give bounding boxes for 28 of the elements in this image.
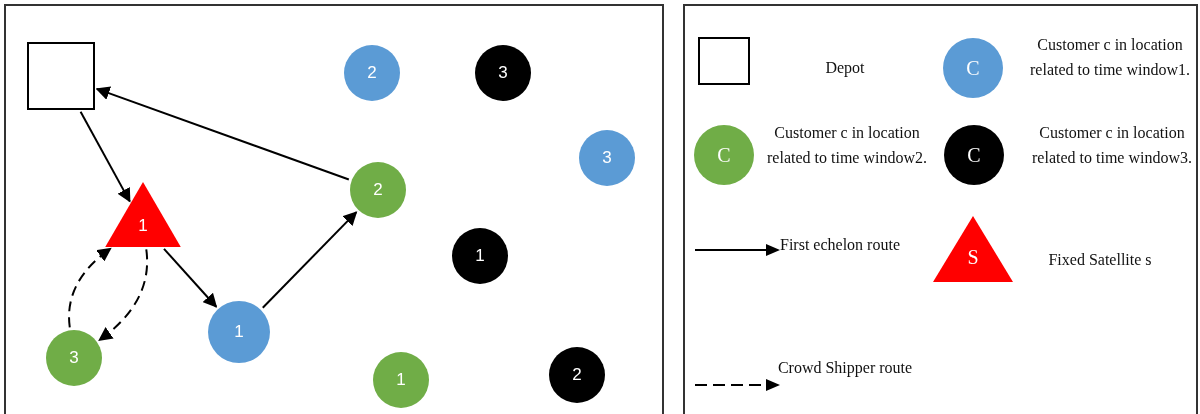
legend-text: First echelon route xyxy=(780,235,900,255)
depot-square xyxy=(27,42,95,110)
legend-text: Customer c in location related to time window2. xyxy=(766,123,928,168)
customer-circle: 3 xyxy=(579,130,635,186)
legend-text: Fixed Satellite s xyxy=(1047,250,1153,270)
customer-circle: 3 xyxy=(475,45,531,101)
customer-circle: 1 xyxy=(452,228,508,284)
legend-text: Crowd Shipper route xyxy=(776,358,914,379)
legend-letter: C xyxy=(967,143,981,167)
legend-letter: C xyxy=(717,143,731,167)
customer-circle: 3 xyxy=(46,330,102,386)
route-arrow xyxy=(261,211,358,309)
legend-letter: S xyxy=(967,245,979,269)
legend-text: Customer c in location related to time window1. xyxy=(1029,35,1191,80)
legend-text: Customer c in location related to time window3. xyxy=(1031,123,1193,168)
legend-letter: C xyxy=(966,56,980,80)
route-arrow xyxy=(68,247,112,329)
customer-circle: 2 xyxy=(549,347,605,403)
legend-text: Depot xyxy=(824,58,866,79)
route-arrow xyxy=(95,86,350,181)
customer-circle: 2 xyxy=(350,162,406,218)
route-arrow xyxy=(163,247,218,308)
customer-circle: 1 xyxy=(208,301,270,363)
satellite-triangle: 1 xyxy=(105,182,181,248)
customer-circle: 1 xyxy=(373,352,429,408)
route-arrow xyxy=(98,248,149,342)
route-arrow xyxy=(79,110,131,203)
customer-circle: 2 xyxy=(344,45,400,101)
